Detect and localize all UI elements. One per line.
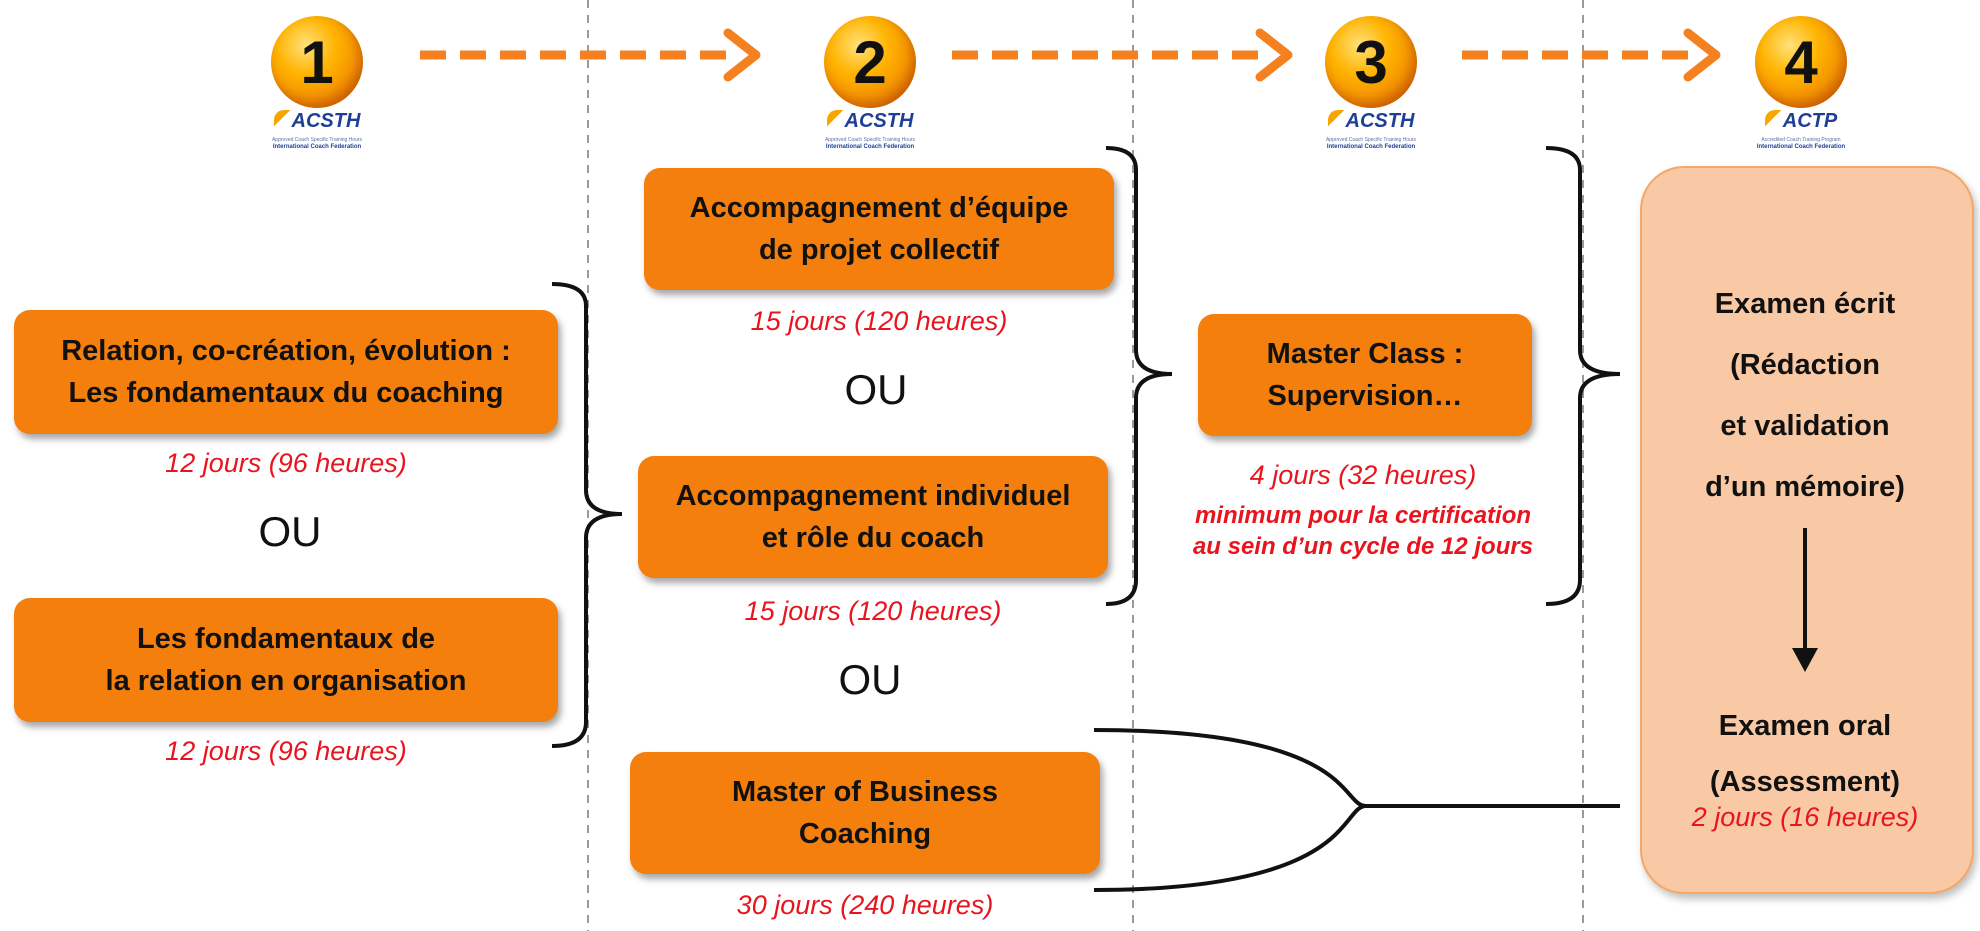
logo-caption: Accredited Coach Training Program: [1761, 137, 1841, 143]
certification-exams-panel: [1640, 166, 1974, 894]
oral-exam-label: Examen oral (Assessment): [1709, 710, 1901, 798]
brace-col1: [551, 282, 623, 748]
duration-label: 12 jours (96 heures): [165, 448, 407, 478]
icf-swoosh-icon: [826, 110, 843, 130]
logo-caption-org: International Coach Federation: [1326, 144, 1416, 150]
actp-logo: ACTP: [1736, 110, 1866, 133]
icf-swoosh-icon: [1764, 110, 1781, 130]
duration-label: 12 jours (96 heures): [165, 736, 407, 766]
step-badge-3: 3 ACSTH Approved Coach Specific Training…: [1306, 10, 1436, 170]
icf-swoosh-icon: [1327, 110, 1344, 130]
step-badge-4: 4 ACTP Accredited Coach Training Program…: [1736, 10, 1866, 170]
step-arrow-1-2: [420, 28, 761, 82]
step-number-3: 3: [1325, 16, 1417, 108]
logo-caption-org: International Coach Federation: [1756, 144, 1846, 150]
brace-col2: [1105, 146, 1173, 606]
step-arrow-3-4: [1462, 28, 1721, 82]
icf-swoosh-icon: [273, 110, 290, 130]
mbc-connector: [1093, 728, 1620, 892]
course-box-master-class-supervision: Master Class : Supervision…: [1198, 314, 1532, 436]
step-badge-2: 2 ACSTH Approved Coach Specific Training…: [805, 10, 935, 170]
duration-label: 15 jours (120 heures): [744, 596, 1002, 626]
step-number-1: 1: [271, 16, 363, 108]
course-box-relation-organisation: Les fondamentaux de la relation en organ…: [14, 598, 558, 722]
certification-note: minimum pour la certification au sein d’…: [1192, 502, 1534, 560]
logo-caption-org: International Coach Federation: [272, 144, 362, 150]
written-exam-label: Examen écrit (Rédaction et validation d’…: [1705, 288, 1905, 503]
duration-label: 15 jours (120 heures): [750, 306, 1008, 336]
brace-col3: [1545, 146, 1621, 606]
duration-label: 30 jours (240 heures): [736, 890, 994, 920]
course-box-master-business-coaching: Master of Business Coaching: [630, 752, 1100, 874]
acsth-logo: ACSTH: [805, 110, 935, 133]
acsth-logo: ACSTH: [252, 110, 382, 133]
step-badge-1: 1 ACSTH Approved Coach Specific Training…: [252, 10, 382, 170]
duration-label: 2 jours (16 heures): [1691, 802, 1919, 832]
logo-caption-org: International Coach Federation: [825, 144, 915, 150]
acsth-logo: ACSTH: [1306, 110, 1436, 133]
course-box-equipe-projet: Accompagnement d’équipe de projet collec…: [644, 168, 1114, 290]
course-box-fondamentaux-coaching: Relation, co-création, évolution : Les f…: [14, 310, 558, 434]
step-number-2: 2: [824, 16, 916, 108]
logo-caption: Approved Coach Specific Training Hours: [271, 137, 363, 143]
course-box-accompagnement-individuel: Accompagnement individuel et rôle du coa…: [638, 456, 1108, 578]
duration-label: 4 jours (32 heures): [1249, 460, 1477, 490]
step-arrow-2-3: [952, 28, 1293, 82]
or-label: OU: [258, 508, 322, 555]
or-label: OU: [844, 366, 908, 413]
logo-caption: Approved Coach Specific Training Hours: [1325, 137, 1417, 143]
or-label: OU: [838, 656, 902, 703]
step-number-4: 4: [1755, 16, 1847, 108]
logo-caption: Approved Coach Specific Training Hours: [824, 137, 916, 143]
